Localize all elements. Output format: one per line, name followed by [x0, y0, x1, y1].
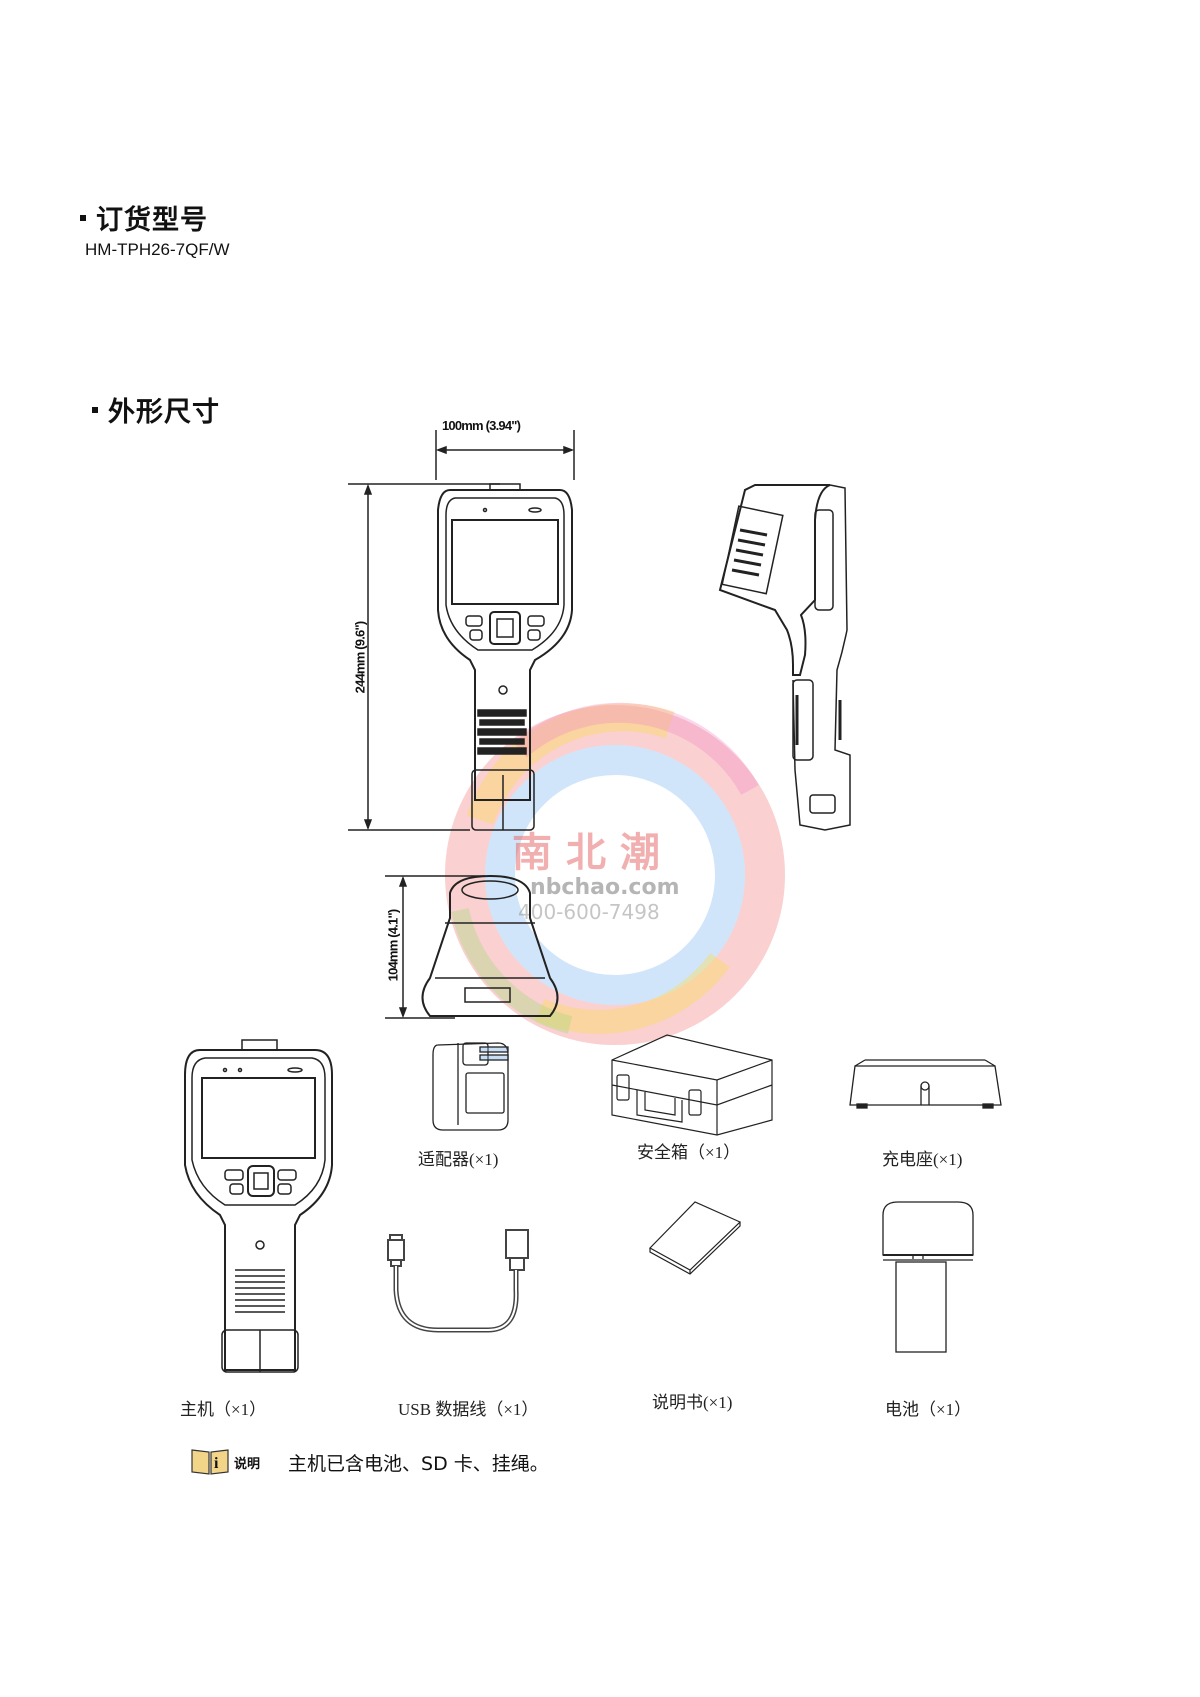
caption-manual: 说明书(×1) [652, 1393, 733, 1412]
dimensions-title: 外形尺寸 [108, 397, 220, 428]
note: i 说明 主机已含电池、SD 卡、挂绳。 [190, 1448, 549, 1476]
safety-case-icon [611, 1034, 773, 1136]
package-item-charging-dock [845, 1059, 1005, 1110]
height-dimension-label: 244mm (9.6") [352, 621, 368, 694]
bullet-icon [92, 406, 98, 413]
model-number: HM-TPH26-7QF/W [85, 240, 230, 259]
thermal-camera-icon [184, 1039, 333, 1373]
note-text: 主机已含电池、SD 卡、挂绳。 [288, 1452, 549, 1475]
power-adapter-icon [432, 1042, 509, 1131]
thermal-camera-top-icon [385, 874, 559, 1019]
bullet-icon [80, 214, 86, 221]
watermark-brand: 南北潮 [512, 829, 674, 876]
ordering-section-title: 订货型号 [80, 198, 208, 237]
battery-icon [882, 1201, 974, 1353]
manual-book-icon [649, 1201, 742, 1275]
package-item-safety-case [607, 1030, 777, 1140]
front-view-drawing: 100mm (3.94") 244mm (9.6") [348, 418, 620, 840]
width-dimension-label: 100mm (3.94") [442, 418, 521, 433]
package-item-usb-cable [387, 1229, 548, 1340]
ordering-title: 订货型号 [96, 205, 208, 236]
caption-usb-cable: USB 数据线（×1） [398, 1400, 539, 1419]
package-item-adapter [428, 1035, 528, 1135]
info-book-icon: i [191, 1449, 229, 1475]
note-tag: 说明 [234, 1456, 261, 1472]
caption-main-unit: 主机（×1） [180, 1400, 267, 1419]
watermark-phone: 400-600-7498 [518, 900, 660, 924]
top-view-drawing: 104mm (4.1") [385, 868, 595, 1028]
watermark-url: nbchao.com [530, 875, 680, 900]
side-view-drawing [715, 480, 875, 840]
caption-adapter: 适配器(×1) [418, 1150, 499, 1169]
thermal-camera-front-icon [348, 430, 575, 831]
watermark: 南北潮 nbchao.com 400-600-7498 [420, 680, 820, 1060]
charging-dock-icon [849, 1059, 1002, 1109]
dimensions-section-title: 外形尺寸 [92, 390, 220, 429]
depth-dimension-label: 104mm (4.1") [385, 909, 401, 982]
package-item-battery [878, 1200, 978, 1360]
package-item-main-unit [180, 1030, 340, 1390]
caption-charging-dock: 充电座(×1) [882, 1150, 963, 1169]
caption-safety-case: 安全箱（×1） [637, 1143, 741, 1162]
usb-cable-icon [387, 1229, 529, 1333]
watermark-splash-icon [445, 702, 785, 1045]
package-item-manual [645, 1200, 745, 1280]
caption-battery: 电池（×1） [885, 1400, 972, 1419]
thermal-camera-side-icon [718, 484, 851, 831]
svg-text:i: i [214, 1455, 219, 1472]
